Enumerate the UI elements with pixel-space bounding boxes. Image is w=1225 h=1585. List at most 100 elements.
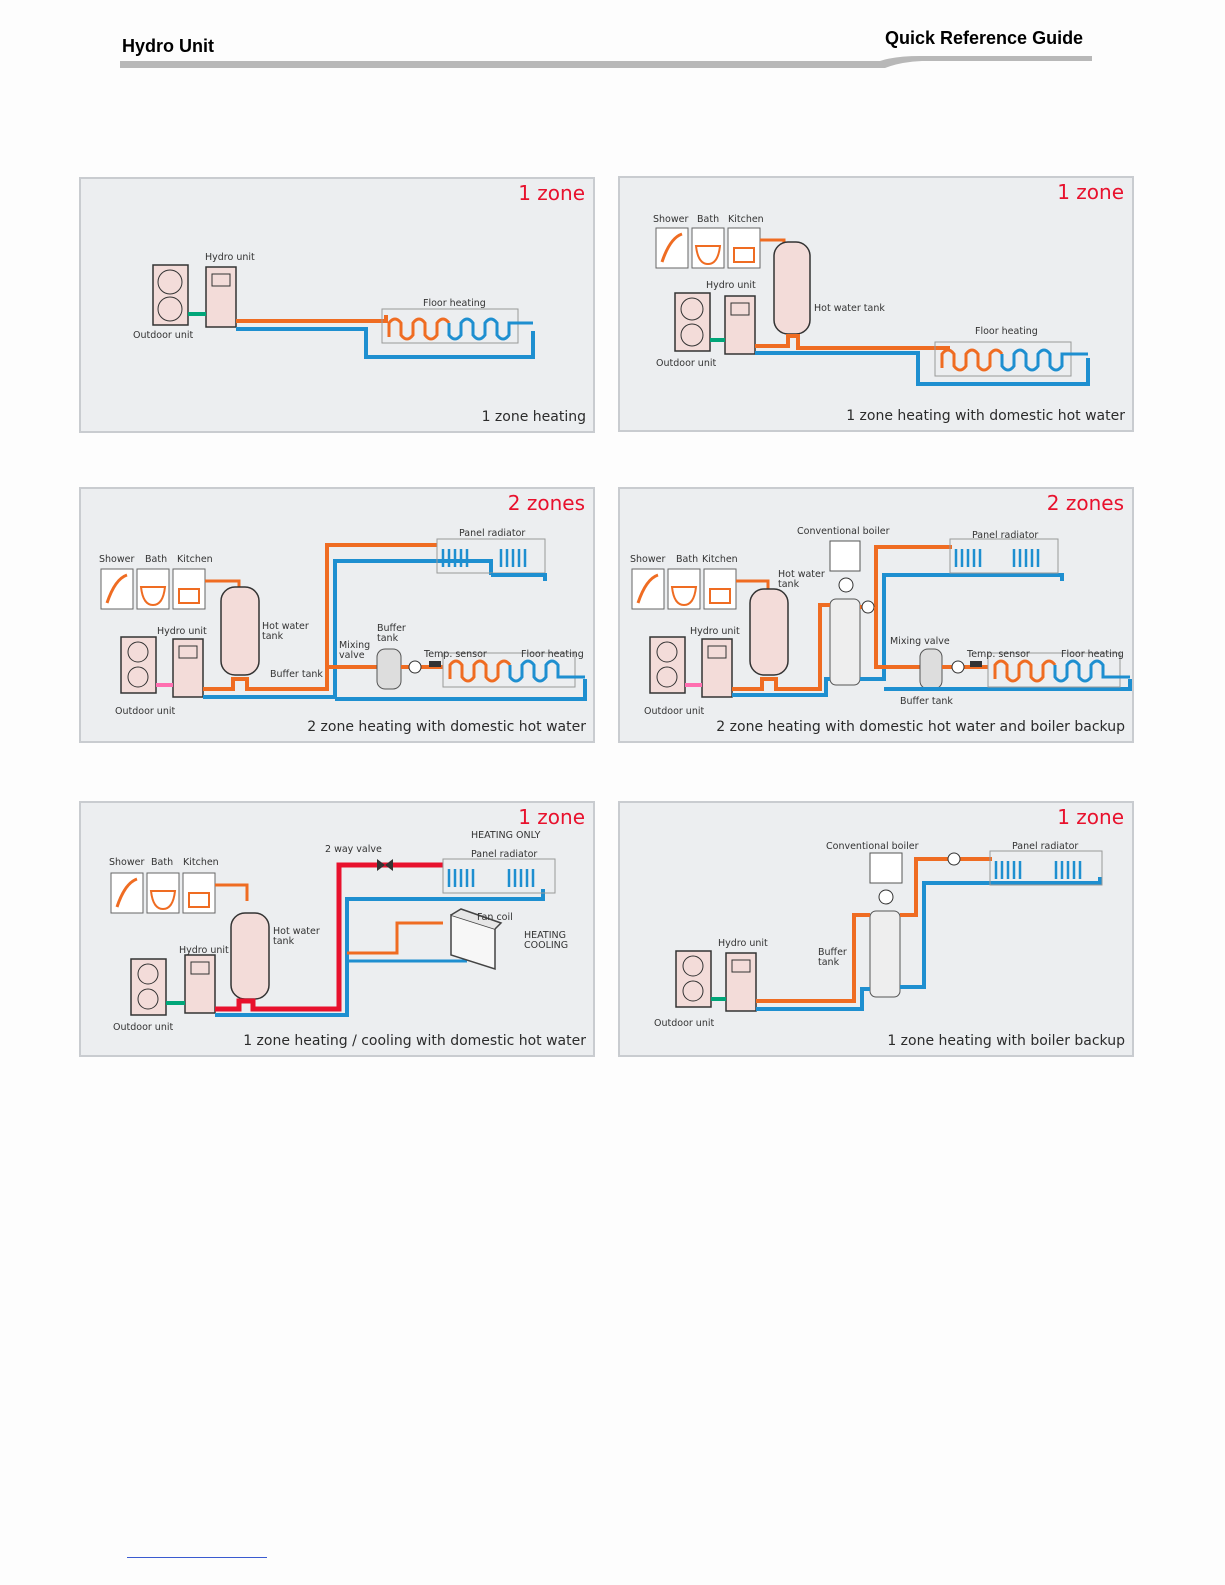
boiler-label: Conventional boiler <box>826 841 919 852</box>
floor-heating-label: Floor heating <box>423 298 486 309</box>
hydro-unit-label: Hydro unit <box>179 945 229 956</box>
shower-label: Shower <box>653 214 689 225</box>
hot-water-tank-icon <box>220 586 260 676</box>
diagram-6-graphic <box>675 850 1103 1012</box>
floor-heating-label: Floor heating <box>521 649 584 660</box>
bath-icon <box>667 568 701 610</box>
hydro-unit-label: Hydro unit <box>706 280 756 291</box>
kitchen-label: Kitchen <box>702 554 738 565</box>
kitchen-icon <box>182 872 216 914</box>
heating-cooling-label: HEATING COOLING <box>524 930 569 951</box>
hydro-unit-icon <box>205 266 237 328</box>
temp-sensor-label: Temp. sensor <box>967 649 1030 660</box>
panel-radiator-label: Panel radiator <box>459 528 526 539</box>
kitchen-label: Kitchen <box>728 214 764 225</box>
hydro-unit-icon <box>701 638 733 698</box>
shower-label: Shower <box>630 554 666 565</box>
panel-caption: 1 zone heating with boiler backup <box>887 1033 1125 1049</box>
outdoor-unit-icon <box>130 958 167 1016</box>
panel-caption: 1 zone heating <box>481 409 586 425</box>
outdoor-unit-label: Outdoor unit <box>115 706 176 717</box>
outdoor-unit-icon <box>675 950 712 1008</box>
outdoor-unit-icon <box>649 636 686 694</box>
outdoor-unit-label: Outdoor unit <box>654 1018 715 1029</box>
hot-water-tank-label: Hot water tank <box>273 926 320 947</box>
shower-icon <box>655 227 689 269</box>
header-right-title: Quick Reference Guide <box>885 28 1084 48</box>
boiler-icon <box>869 852 903 884</box>
hydro-unit-icon <box>172 638 204 698</box>
panel-caption: 2 zone heating with domestic hot water <box>307 719 586 735</box>
diagram-panel-3: 2 zones Shower Bath Kitchen Hydro unit H… <box>79 487 595 743</box>
outdoor-unit-icon <box>120 636 157 694</box>
mixing-valve-label: Mixing valve <box>890 636 950 647</box>
panel-radiator-label: Panel radiator <box>1012 841 1079 852</box>
kitchen-label: Kitchen <box>183 857 219 868</box>
temp-sensor-label: Temp. sensor <box>424 649 487 660</box>
buffer-tank-label: Buffer tank <box>818 947 847 968</box>
hydro-unit-icon <box>724 295 756 355</box>
buffer-tank-label: Buffer tank <box>900 696 953 707</box>
diagram-4-graphic <box>631 538 1132 698</box>
diagram-2-graphic <box>655 227 1090 386</box>
shower-icon <box>631 568 665 610</box>
diagram-3-graphic <box>100 538 587 701</box>
kitchen-icon <box>703 568 737 610</box>
diagram-panel-1: 1 zone Hydro unit Outdoor unit Floor hea… <box>79 177 595 433</box>
outdoor-unit-label: Outdoor unit <box>133 330 194 341</box>
hydro-unit-label: Hydro unit <box>157 626 207 637</box>
hot-water-tank-icon <box>749 588 789 676</box>
hot-water-tank-icon <box>230 912 270 1000</box>
bath-label: Bath <box>697 214 720 225</box>
diagram-1-graphic <box>152 264 535 359</box>
diagram-panel-6: 1 zone Conventional boiler Panel radiato… <box>618 801 1134 1057</box>
zone-count: 1 zone <box>1057 805 1124 829</box>
shower-icon <box>100 568 134 610</box>
kitchen-label: Kitchen <box>177 554 213 565</box>
shower-icon <box>110 872 144 914</box>
heating-only-label: HEATING ONLY <box>471 830 541 841</box>
panel-caption: 2 zone heating with domestic hot water a… <box>716 719 1125 735</box>
buffer-tank-icon <box>869 910 901 998</box>
panel-caption: 1 zone heating / cooling with domestic h… <box>243 1033 586 1049</box>
fan-coil-label: Fan coil <box>477 912 513 923</box>
two-way-valve-label: 2 way valve <box>325 844 382 855</box>
hot-water-tank-label: Hot water tank <box>778 569 825 590</box>
hydro-unit-icon <box>725 952 757 1012</box>
diagram-panel-4: 2 zones Conventional boiler Panel radiat… <box>618 487 1134 743</box>
hot-water-tank-label: Hot water tank <box>814 303 885 314</box>
bath-label: Bath <box>145 554 168 565</box>
diagram-panel-2: 1 zone Shower Bath Kitchen Hydro unit Ho… <box>618 176 1134 432</box>
outdoor-unit-label: Outdoor unit <box>644 706 705 717</box>
buffer-tank-icon <box>829 598 861 686</box>
diagram-5-graphic <box>110 858 556 1017</box>
outdoor-unit-label: Outdoor unit <box>113 1022 174 1033</box>
hot-water-tank-icon <box>773 241 811 335</box>
hydro-unit-icon <box>184 954 216 1014</box>
kitchen-icon <box>727 227 761 269</box>
bath-icon <box>136 568 170 610</box>
zone-count: 1 zone <box>1057 180 1124 204</box>
shower-label: Shower <box>109 857 145 868</box>
kitchen-icon <box>172 568 206 610</box>
boiler-icon <box>829 540 861 572</box>
panel-radiator-label: Panel radiator <box>972 530 1039 541</box>
outdoor-unit-icon <box>152 264 189 326</box>
buffer-tank-label: Buffer tank <box>270 669 323 680</box>
footer-rule <box>127 1557 267 1558</box>
panel-caption: 1 zone heating with domestic hot water <box>846 408 1125 424</box>
panel-radiator-label: Panel radiator <box>471 849 538 860</box>
outdoor-unit-label: Outdoor unit <box>656 358 717 369</box>
mixing-valve-label: Mixing valve <box>339 640 371 661</box>
hydro-unit-label: Hydro unit <box>205 252 255 263</box>
shower-label: Shower <box>99 554 135 565</box>
outdoor-unit-icon <box>674 292 711 352</box>
bath-label: Bath <box>676 554 699 565</box>
hydro-unit-label: Hydro unit <box>690 626 740 637</box>
bath-icon <box>691 227 725 269</box>
zone-count: 2 zones <box>1046 491 1124 515</box>
header-rule <box>120 56 1092 68</box>
floor-heating-label: Floor heating <box>1061 649 1124 660</box>
bath-icon <box>146 872 180 914</box>
zone-count: 2 zones <box>507 491 585 515</box>
